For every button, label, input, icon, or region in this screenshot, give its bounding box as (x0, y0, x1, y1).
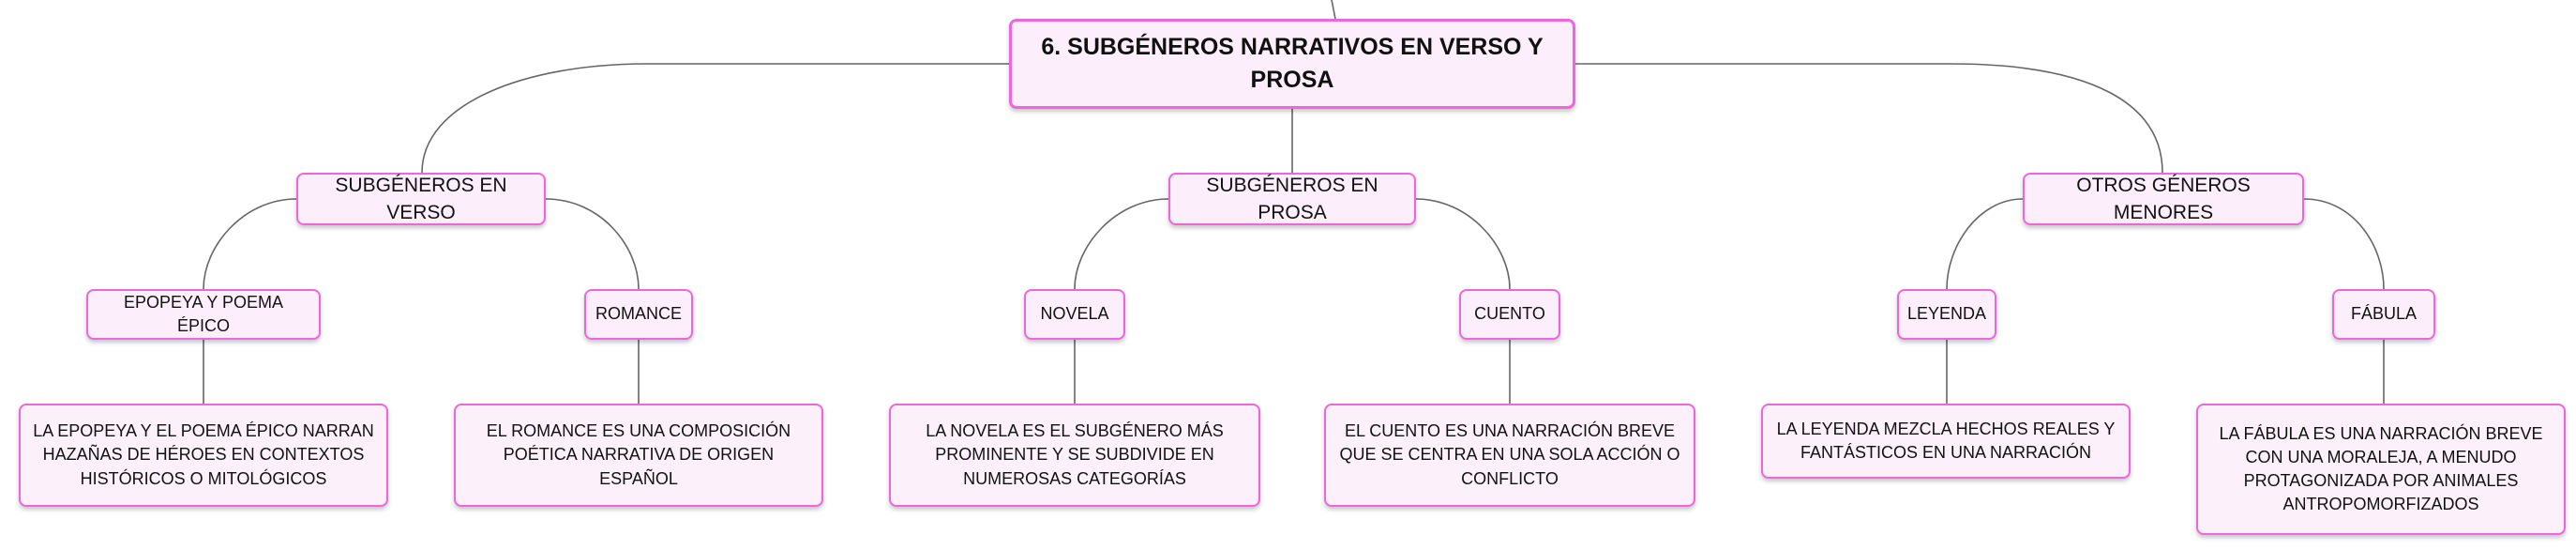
description-epopeya[interactable]: LA EPOPEYA Y EL POEMA ÉPICO NARRAN HAZAÑ… (19, 404, 388, 507)
description-cuento[interactable]: EL CUENTO ES UNA NARRACIÓN BREVE QUE SE … (1324, 404, 1695, 507)
root-topic[interactable]: 6. SUBGÉNEROS NARRATIVOS EN VERSO Y PROS… (1009, 19, 1575, 109)
subtopic-cuento[interactable]: CUENTO (1459, 289, 1560, 340)
branch-subgeneros-verso[interactable]: SUBGÉNEROS EN VERSO (296, 173, 546, 225)
connector-verso-romance (545, 198, 640, 290)
subtopic-epopeya[interactable]: EPOPEYA Y POEMA ÉPICO (86, 289, 321, 340)
branch-otros-generos[interactable]: OTROS GÉNEROS MENORES (2023, 173, 2304, 225)
connector-root-verso (421, 63, 1009, 174)
connector-top-stub (1331, 0, 1336, 20)
subtopic-novela[interactable]: NOVELA (1024, 289, 1125, 340)
description-romance[interactable]: EL ROMANCE ES UNA COMPOSICIÓN POÉTICA NA… (454, 404, 823, 507)
description-leyenda[interactable]: LA LEYENDA MEZCLA HECHOS REALES Y FANTÁS… (1761, 404, 2131, 479)
connector-otros-fabula (2303, 198, 2385, 290)
description-novela[interactable]: LA NOVELA ES EL SUBGÉNERO MÁS PROMINENTE… (889, 404, 1260, 507)
subtopic-fabula[interactable]: FÁBULA (2332, 289, 2435, 340)
connector-verso-epopeya (203, 198, 297, 290)
connector-prosa-novela (1074, 198, 1169, 290)
connector-prosa-cuento (1415, 198, 1511, 290)
connector-otros-leyenda (1946, 198, 2024, 290)
description-fabula[interactable]: LA FÁBULA ES UNA NARRACIÓN BREVE CON UNA… (2196, 404, 2566, 535)
subtopic-romance[interactable]: ROMANCE (584, 289, 693, 340)
subtopic-leyenda[interactable]: LEYENDA (1897, 289, 1996, 340)
connector-root-otros (1575, 63, 2163, 174)
branch-subgeneros-prosa[interactable]: SUBGÉNEROS EN PROSA (1168, 173, 1416, 225)
